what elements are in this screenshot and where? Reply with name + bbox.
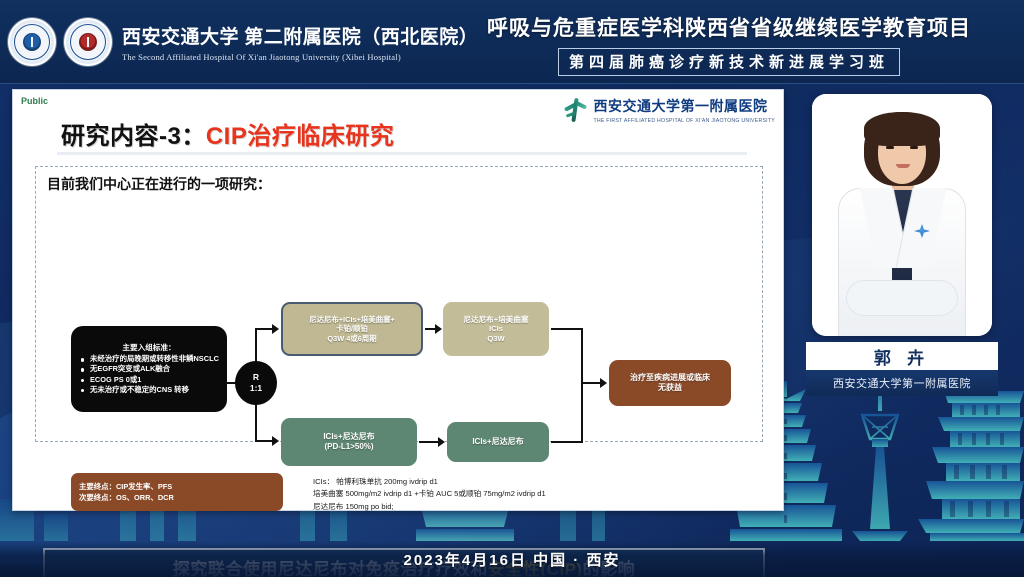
- arm-b-line-1: ICIs+尼达尼布: [323, 432, 375, 441]
- slide-logo-en: THE FIRST AFFILIATED HOSPITAL OF XI'AN J…: [593, 118, 775, 124]
- connector-a-to-outcome-h: [551, 328, 583, 330]
- endpoints-box: 主要终点：CIP发生率、PFS 次要终点：OS、ORR、DCR: [71, 473, 283, 511]
- arm-a-line-1: 尼达尼布+ICIs+培美曲塞+: [309, 315, 395, 325]
- randomization-label: R: [252, 372, 260, 383]
- inclusion-criteria-box: 主要入组标准： 未经治疗的局晚期或转移性非鳞NSCLC 无EGFR突变或ALK融…: [71, 326, 227, 412]
- secondary-endpoint: 次要终点：OS、ORR、DCR: [79, 493, 174, 502]
- slide-hospital-logo: 西安交通大学第一附属医院 THE FIRST AFFILIATED HOSPIT…: [562, 96, 775, 124]
- presentation-slide: Public 西安交通大学第一附属医院 THE FIRST AFFILIATED…: [12, 89, 784, 577]
- arrowhead-arm-b-maint: [438, 437, 445, 447]
- criteria-heading: 主要入组标准：: [122, 342, 176, 352]
- drug-line: 培美曲塞 500mg/m2 ivdrip d1 +卡铂 AUC 5或顺铂 75m…: [313, 489, 546, 499]
- primary-endpoint: 主要终点：CIP发生率、PFS: [79, 481, 173, 491]
- diagram-heading: 目前我们中心正在进行的一项研究：: [43, 174, 275, 194]
- connector-outcome-h: [581, 382, 601, 384]
- page-header: 西安交通大学 第二附属医院（西北医院） The Second Affiliate…: [0, 0, 1024, 84]
- arm-a-maintenance-box: 尼达尼布+培美曲塞 ICIs Q3W: [443, 302, 549, 356]
- hospital-logo-icon: [562, 97, 588, 123]
- connector-arm-b-mid: [419, 441, 439, 443]
- arm-a-line-2: 卡铂/顺铂: [336, 324, 368, 334]
- outcome-box: 治疗至疾病进展或临床 无获益: [609, 360, 731, 406]
- page-footer: 2023年4月16日 中国 · 西安: [0, 541, 1024, 577]
- arrowhead-arm-a-maint: [435, 324, 442, 334]
- conference-titles: 呼吸与危重症医学科陕西省省级继续医学教育项目 第四届肺癌诊疗新技术新进展学习班: [444, 12, 1014, 76]
- arm-a-maint-line-2: ICIs: [489, 324, 503, 334]
- outcome-line-2: 无获益: [658, 383, 682, 392]
- criteria-item: 无未治疗或不稳定的CNS 转移: [81, 385, 219, 394]
- criteria-list: 未经治疗的局晚期或转移性非鳞NSCLC 无EGFR突变或ALK融合 ECOG P…: [77, 354, 221, 395]
- arm-b-induction-box: ICIs+尼达尼布 (PD-L1>50%): [281, 418, 417, 466]
- header-hospital-name: 西安交通大学 第二附属医院（西北医院） The Second Affiliate…: [122, 22, 478, 62]
- randomization-ratio: 1:1: [249, 383, 263, 393]
- outcome-line-1: 治疗至疾病进展或临床: [630, 373, 710, 382]
- randomization-node: R 1:1: [235, 361, 277, 405]
- arm-a-line-3: Q3W 4或6周期: [327, 333, 377, 343]
- drug-line: ICIs： 帕博利珠单抗 200mg ivdrip d1: [313, 477, 438, 486]
- arm-a-maint-line-1: 尼达尼布+培美曲塞: [463, 314, 529, 324]
- slide-logo-cn: 西安交通大学第一附属医院: [593, 100, 768, 115]
- connector-criteria-to-r: [227, 382, 237, 384]
- connector-b-to-outcome-v: [581, 382, 583, 443]
- hospital-name-en: The Second Affiliated Hospital Of Xi'an …: [122, 52, 401, 62]
- arrowhead-arm-a: [272, 324, 279, 334]
- arrowhead-arm-b: [272, 436, 279, 446]
- speaker-name: 郭 卉: [873, 348, 931, 368]
- arm-b-maint-line-1: ICIs+尼达尼布: [472, 437, 524, 446]
- connector-a-to-outcome-v: [581, 328, 583, 382]
- connector-to-arm-b: [255, 440, 273, 442]
- criteria-item: 未经治疗的局晚期或转移性非鳞NSCLC: [81, 354, 219, 363]
- speaker-photo: [812, 94, 992, 336]
- conference-title: 呼吸与危重症医学科陕西省省级继续医学教育项目: [487, 17, 971, 40]
- criteria-item: ECOG PS 0或1: [81, 375, 219, 384]
- slide-title-main: 研究内容-3：: [61, 123, 206, 150]
- arm-a-induction-box: 尼达尼布+ICIs+培美曲塞+ 卡铂/顺铂 Q3W 4或6周期: [281, 302, 423, 356]
- connector-to-arm-a: [255, 328, 273, 330]
- arm-b-line-2: (PD-L1>50%): [324, 442, 374, 451]
- hospital-name-cn: 西安交通大学 第二附属医院（西北医院）: [122, 27, 479, 48]
- speaker-affiliation-box: 西安交通大学第一附属医院: [806, 370, 998, 396]
- criteria-item: 无EGFR突变或ALK融合: [81, 364, 219, 373]
- drug-line: 尼达尼布 150mg po bid;: [313, 501, 394, 511]
- speaker-portrait-illustration: [812, 94, 992, 336]
- arm-a-maint-line-3: Q3W: [487, 333, 505, 343]
- header-hospital-logos: 西安交通大学 第二附属医院（西北医院） The Second Affiliate…: [8, 18, 478, 66]
- connector-b-to-outcome-h: [551, 441, 583, 443]
- drug-regimen-list: ICIs： 帕博利珠单抗 200mg ivdrip d1 培美曲塞 500mg/…: [313, 476, 663, 513]
- slide-title-accent: CIP治疗临床研究: [205, 123, 395, 150]
- footer-date-location: 2023年4月16日 中国 · 西安: [403, 551, 621, 569]
- speaker-affiliation: 西安交通大学第一附属医院: [833, 378, 971, 390]
- connector-arm-a-mid: [425, 328, 437, 330]
- conference-subtitle-frame: 第四届肺癌诊疗新技术新进展学习班: [557, 48, 900, 76]
- connector-r-down: [255, 402, 257, 442]
- arrowhead-outcome: [600, 378, 607, 388]
- conference-subtitle: 第四届肺癌诊疗新技术新进展学习班: [568, 54, 889, 71]
- speaker-name-box: 郭 卉: [806, 342, 998, 370]
- hospital-seal-icon: [64, 18, 112, 66]
- university-seal-icon: [8, 18, 56, 66]
- title-underline: [57, 152, 747, 155]
- slide-title: 研究内容-3：CIP治疗临床研究: [61, 116, 394, 151]
- arm-b-maintenance-box: ICIs+尼达尼布: [447, 422, 549, 462]
- public-classification-tag: Public: [21, 96, 49, 106]
- connector-r-up: [255, 328, 257, 364]
